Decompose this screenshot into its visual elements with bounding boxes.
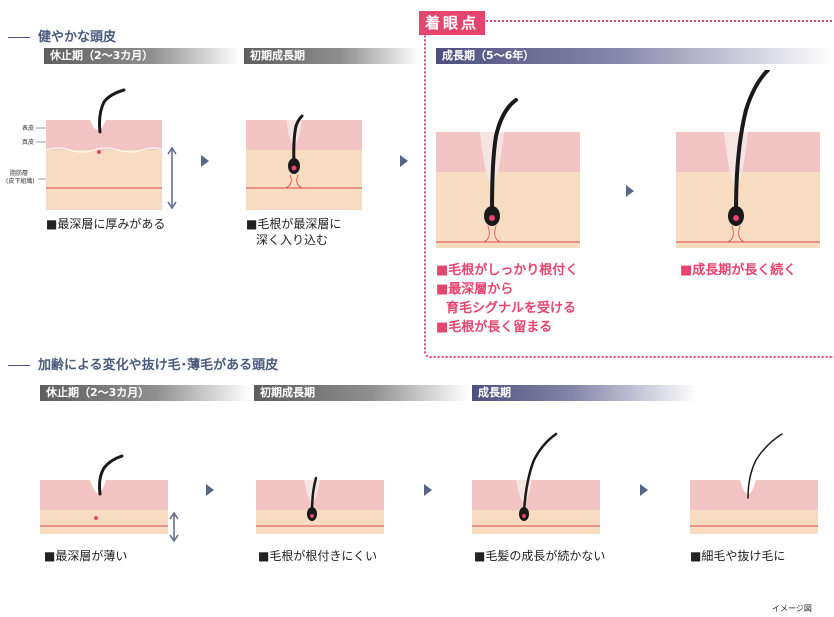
aging-arrow-2 [424, 484, 432, 496]
focus-caption-3: 育毛シグナルを受ける [446, 301, 577, 316]
skin-diagram-aging-rest [40, 454, 168, 534]
focus-caption-1: ■毛根がしっかり根付く [436, 263, 579, 278]
title-dash [8, 37, 30, 38]
aging-stage-bar-early: 初期成長期 [254, 385, 468, 401]
stage-bar-early: 初期成長期 [244, 48, 420, 64]
caption-healthy-early-1: ■毛根が最深層に [246, 217, 342, 231]
arrow-right-3 [626, 185, 634, 197]
image-note: イメージ図 [772, 604, 812, 613]
aging-caption-3: ■毛髪の成長が続かない [474, 549, 606, 563]
aging-section-title: 加齢による変化や抜け毛･薄毛がある頭皮 [8, 354, 278, 373]
aging-arrow-3 [640, 484, 648, 496]
label-dermis: 真皮 [22, 139, 35, 146]
arrow-right-2 [400, 155, 408, 167]
aging-caption-2: ■毛根が根付きにくい [258, 549, 378, 563]
stage-bar-rest: 休止期（2〜3カ月） [44, 48, 240, 64]
thin-arrow [169, 512, 179, 542]
label-epidermis: 表皮 [22, 125, 35, 132]
aging-arrow-1 [206, 484, 214, 496]
thickness-arrow [167, 146, 177, 210]
skin-diagram-aging-growth [472, 432, 600, 534]
aging-caption-4: ■細毛や抜け毛に [690, 549, 786, 563]
skin-diagram-healthy-rest [46, 88, 163, 210]
arrow-right-1 [201, 155, 209, 167]
stage-bar-growth: 成長期（5〜6年） [436, 48, 834, 64]
skin-diagram-healthy-long [676, 70, 820, 248]
focus-caption-2: ■最深層から [436, 282, 514, 297]
focus-box [424, 20, 834, 358]
skin-diagram-aging-early [256, 476, 384, 534]
aging-stage-bar-rest: 休止期（2〜3カ月） [40, 385, 250, 401]
caption-healthy-early-2: 深く入り込む [256, 233, 329, 247]
aging-stage-bar-growth: 成長期 [472, 385, 698, 401]
healthy-section-title: 健やかな頭皮 [8, 26, 116, 45]
focus-caption-long: ■成長期が長く続く [680, 263, 797, 278]
focus-badge: 着眼点 [419, 11, 486, 35]
skin-diagram-healthy-growth [436, 98, 580, 248]
caption-healthy-rest: ■最深層に厚みがある [46, 217, 166, 231]
skin-diagram-healthy-early [246, 114, 362, 210]
label-fat-sub: (皮下組織) [6, 178, 35, 185]
skin-diagram-aging-thin [690, 433, 818, 534]
aging-caption-1: ■最深層が薄い [44, 549, 128, 563]
title-dash [8, 365, 30, 366]
label-fat: 脂肪層 [10, 170, 29, 177]
focus-caption-4: ■毛根が長く留まる [436, 320, 553, 335]
